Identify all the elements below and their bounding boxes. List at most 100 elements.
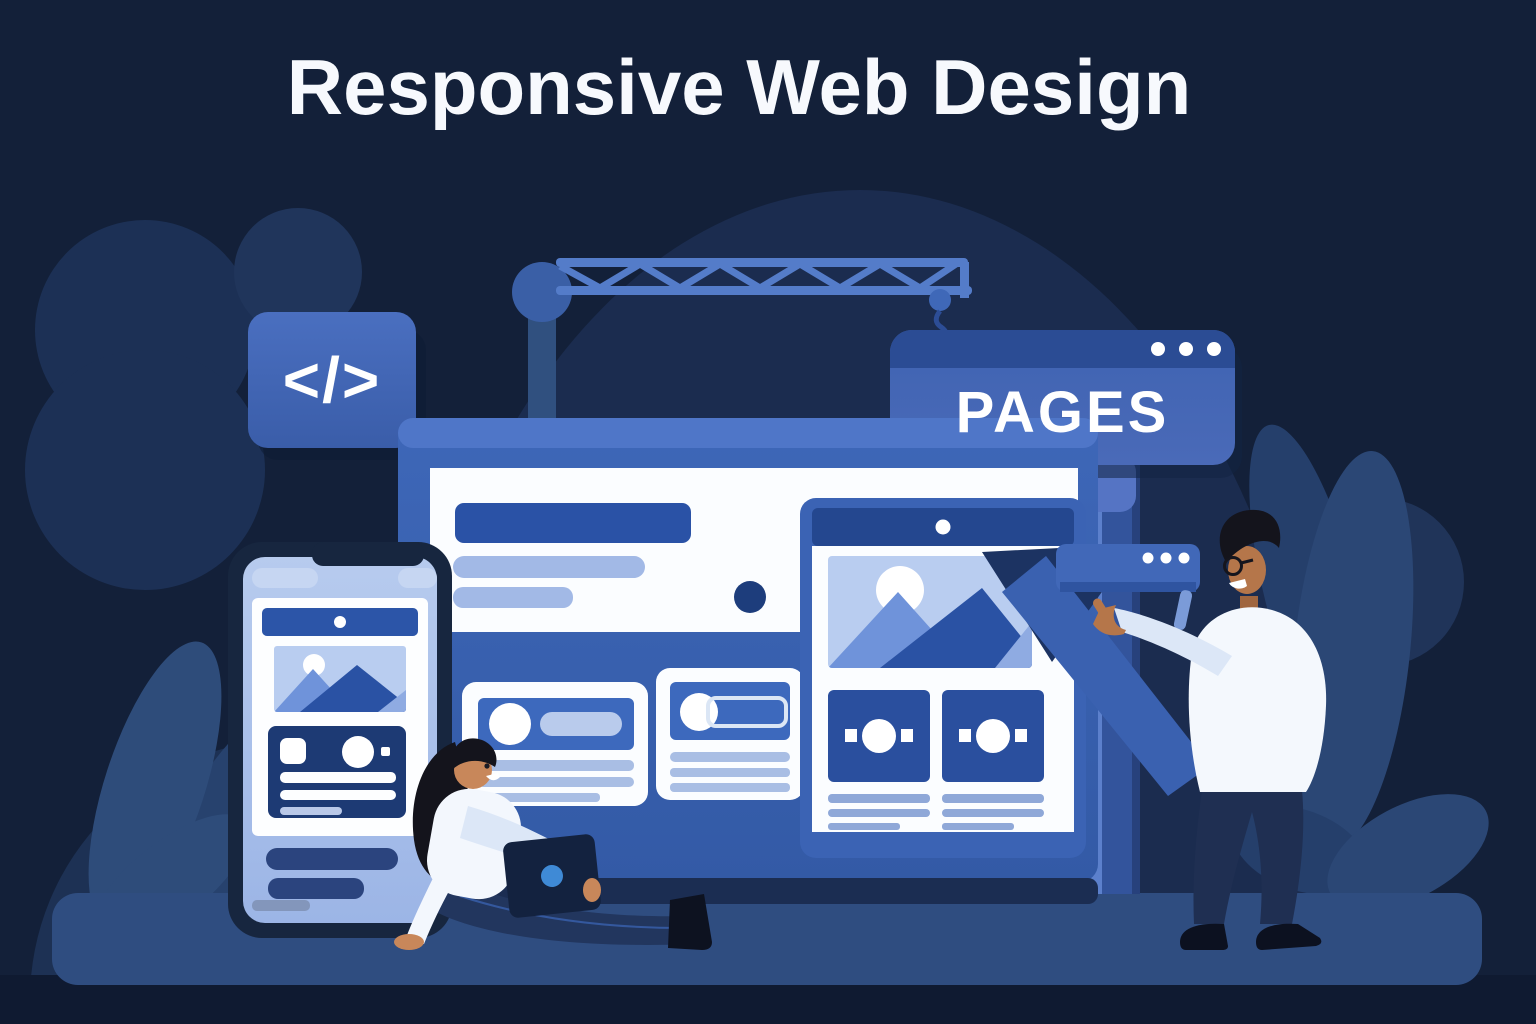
camera-dot-icon [935, 519, 951, 535]
crane-post-cap [512, 262, 572, 322]
tablet-mockup [800, 498, 1086, 858]
page-title: Responsive Web Design [286, 43, 1192, 131]
square-bullet [901, 729, 913, 742]
woman-eye [484, 763, 490, 769]
man-figure [1093, 509, 1327, 950]
text-line [828, 809, 930, 817]
text-line [453, 556, 645, 578]
laptop-logo-dot-icon [541, 865, 563, 887]
mountain-icon [300, 665, 406, 712]
hero-image-placeholder [828, 556, 1032, 668]
text-line [828, 794, 930, 803]
browser-top-strip [398, 418, 1098, 448]
button-pill [268, 878, 364, 899]
crane-truss-end [960, 262, 969, 298]
code-badge [248, 312, 426, 460]
woman-shoe [668, 894, 712, 950]
mountain-icon [995, 622, 1032, 668]
text-line [828, 823, 900, 830]
code-icon [248, 312, 416, 448]
status-pill [252, 568, 318, 588]
dragged-window-titlebar-edge [1060, 582, 1196, 592]
browser-card-1 [462, 682, 648, 806]
window-dots-icon [1151, 342, 1221, 356]
phone-mockup [228, 542, 452, 938]
square-bullet [1015, 729, 1027, 742]
dragged-window-ribbon [1002, 556, 1210, 796]
crane-truss-bottom-chord [556, 286, 972, 295]
browser-heading-bar [455, 503, 691, 543]
man-torso [1188, 607, 1327, 792]
deco-circle [234, 208, 362, 336]
pages-window-label: PAGES [955, 379, 1170, 445]
text-line [478, 760, 634, 771]
tablet-card-1 [828, 690, 930, 830]
text-line [670, 768, 790, 777]
leaf-icon [1290, 451, 1414, 849]
text-line [280, 790, 396, 800]
card-outline-pill [706, 696, 788, 728]
crane-truss-lattice [558, 259, 958, 293]
square-bullet [381, 747, 390, 756]
pages-window-titlebar [890, 330, 1235, 368]
construction-crane [512, 258, 972, 425]
man-glasses [1223, 556, 1243, 576]
text-line [478, 777, 634, 787]
text-line [670, 752, 790, 762]
card-pill [540, 712, 622, 736]
text-line [942, 823, 1014, 830]
leaf-icon [88, 641, 222, 929]
text-line [252, 900, 310, 911]
window-dots-icon [1142, 552, 1190, 564]
woman-arm-back [406, 848, 466, 944]
dragged-window [982, 544, 1210, 796]
man-shoe-right [1256, 923, 1322, 950]
bullet-circle [734, 581, 766, 613]
tablet-card-2 [942, 690, 1044, 830]
camera-dot-icon [334, 616, 346, 628]
woman-figure [394, 738, 712, 950]
decorative-circles-left [25, 208, 362, 590]
status-pill [398, 568, 437, 588]
woman-hair-top [451, 738, 497, 770]
man-pants [1193, 790, 1304, 924]
text-line [478, 793, 600, 802]
plant-right [1232, 424, 1489, 910]
square-bullet [959, 729, 971, 742]
square-bullet [280, 738, 306, 764]
woman-hand-laptop [583, 878, 601, 902]
laptop [503, 834, 601, 918]
woman-jeans-seam [459, 895, 685, 929]
woman-smile [486, 773, 500, 781]
crane-truss-top-chord [556, 258, 968, 267]
man-arm [1114, 608, 1232, 676]
square-bullet [845, 729, 857, 742]
text-line [670, 783, 790, 792]
dragged-window-highlight [1173, 590, 1193, 630]
man-shoe-left [1180, 923, 1228, 950]
text-line [942, 794, 1044, 803]
code-icon-label: </> [282, 344, 382, 416]
text-line [280, 807, 342, 815]
hero-image-placeholder [274, 646, 406, 712]
text-line [280, 772, 396, 783]
sun-icon [303, 654, 325, 676]
man-glasses-arm [1240, 558, 1254, 565]
woman-hand-ground [394, 934, 424, 950]
man-smile [1229, 579, 1247, 589]
button-pill [266, 848, 398, 870]
sun-icon [876, 566, 924, 614]
phone-card [268, 726, 406, 818]
mountain-icon [378, 690, 406, 712]
text-line [453, 587, 573, 608]
deco-circle [25, 350, 265, 590]
avatar-circle-icon [489, 703, 531, 745]
leaf-icon [1327, 794, 1489, 910]
man-hair [1219, 509, 1281, 562]
avatar-circle-icon [342, 736, 374, 768]
mountain-icon [880, 588, 1032, 668]
phone-notch [312, 542, 424, 566]
browser-card-2 [656, 668, 804, 800]
